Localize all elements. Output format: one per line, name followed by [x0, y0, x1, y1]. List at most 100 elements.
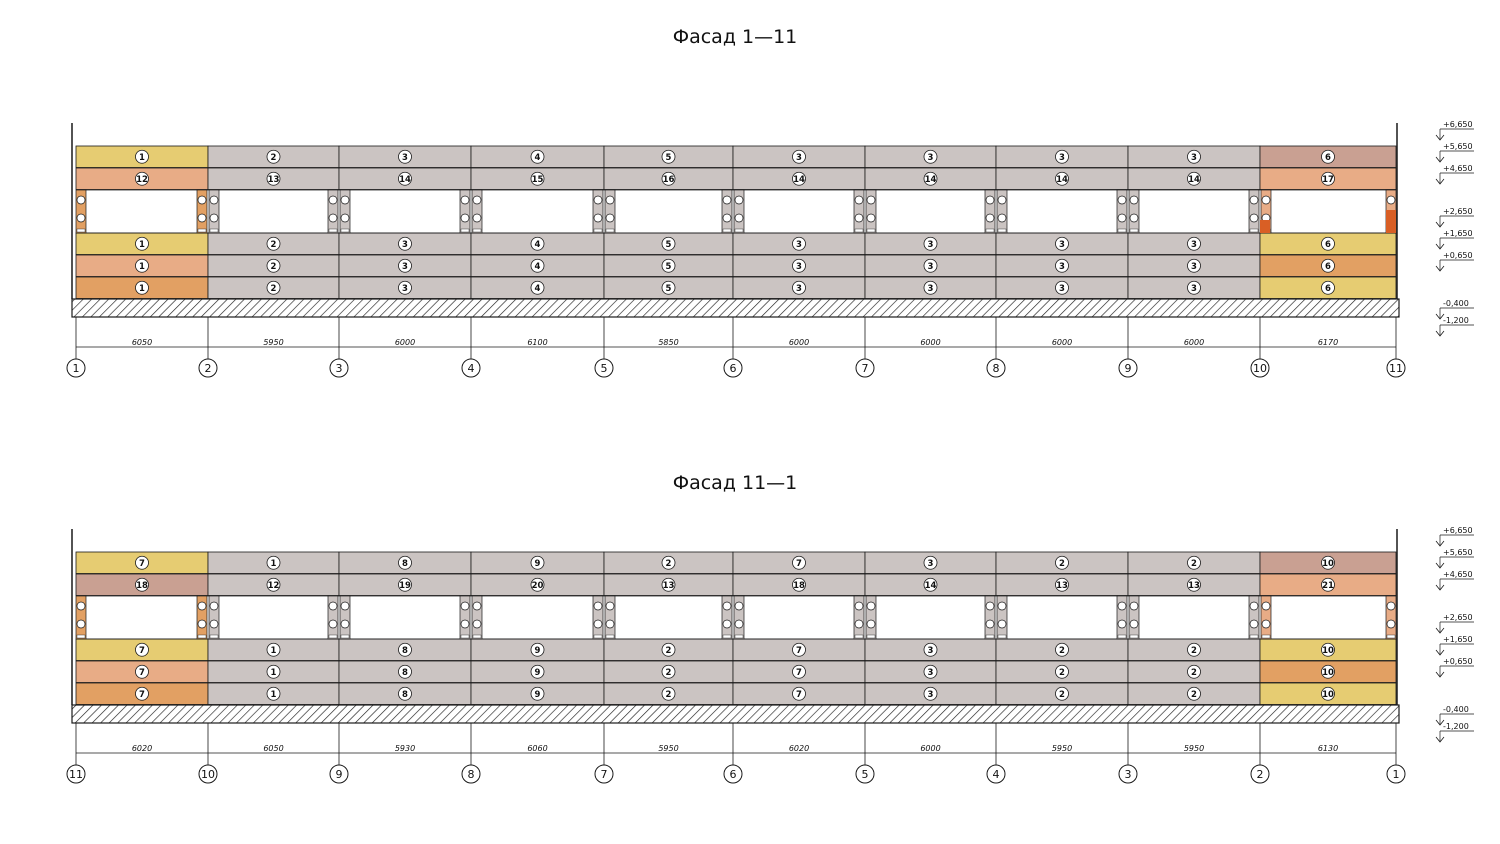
- panel-mark-circle: [135, 171, 149, 186]
- panel-mark-circle: [398, 642, 412, 657]
- axis-bubble: [1118, 764, 1138, 784]
- level-value: +2,650: [1443, 613, 1473, 622]
- panel-mark-circle: [530, 280, 545, 295]
- axis-label: 8: [468, 768, 475, 781]
- window-pier: [996, 189, 1008, 234]
- pier-mark: [460, 213, 470, 223]
- panel-mark: 16: [663, 175, 675, 185]
- panel-mark: 3: [1059, 284, 1065, 294]
- window-pier: [853, 189, 865, 234]
- span-dimension: 6050: [263, 744, 283, 753]
- panel-mark: 3: [928, 690, 934, 700]
- axis-label: 11: [1389, 362, 1403, 375]
- panel-mark-circle: [1187, 171, 1201, 186]
- level-value: -0,400: [1443, 705, 1469, 714]
- span-dimension: 6170: [1318, 338, 1338, 347]
- panel-mark-circle: [923, 577, 938, 592]
- window-pier: [339, 189, 351, 234]
- pier-mark: [328, 195, 338, 205]
- panel-mark: 17: [1322, 175, 1334, 185]
- panel-mark-circle: [1321, 664, 1335, 679]
- span-dimension: 5850: [658, 338, 678, 347]
- panel-mark: 5: [666, 240, 672, 250]
- axis-label: 10: [1253, 362, 1267, 375]
- pier-mark: [854, 619, 864, 629]
- span-dimension: 6020: [789, 744, 809, 753]
- panel-mark: 3: [928, 240, 934, 250]
- panel-mark-circle: [1187, 236, 1201, 251]
- panel-mark: 4: [535, 153, 541, 163]
- axis-bubble: [723, 764, 743, 784]
- window-pier: [208, 595, 220, 640]
- panel-mark-circle: [1321, 236, 1335, 251]
- panel-mark-circle: [1187, 664, 1201, 679]
- panel-mark-circle: [135, 280, 149, 295]
- panel-mark: 9: [535, 646, 541, 656]
- pier-mark: [985, 195, 995, 205]
- pier-mark: [866, 195, 876, 205]
- panel-mark: 2: [1191, 559, 1197, 569]
- panel-mark-circle: [398, 171, 412, 186]
- span-dimension: 6020: [132, 744, 152, 753]
- axis-bubble: [1250, 764, 1270, 784]
- panel-mark-circle: [1055, 577, 1069, 592]
- panel-mark-circle: [661, 664, 676, 679]
- foundation-band: [71, 704, 1400, 724]
- panel-mark: 3: [928, 559, 934, 569]
- pier-mark: [854, 601, 864, 611]
- panel-mark-circle: [661, 236, 676, 251]
- pier-base: [1129, 228, 1139, 233]
- pier-mark: [460, 195, 470, 205]
- panel-mark: 3: [1191, 284, 1197, 294]
- panel-mark-circle: [398, 149, 412, 164]
- panel-mark: 3: [1191, 240, 1197, 250]
- pier-base: [340, 634, 350, 639]
- pier-mark: [1249, 195, 1259, 205]
- panel-mark-circle: [530, 642, 545, 657]
- panel-mark: 7: [796, 646, 802, 656]
- panel-mark-circle: [266, 555, 281, 570]
- panel-mark: 10: [1322, 668, 1334, 678]
- panel-mark: 9: [535, 690, 541, 700]
- panel-mark-circle: [661, 149, 676, 164]
- pier-mark: [328, 213, 338, 223]
- pier-mark: [605, 195, 615, 205]
- level-value: +1,650: [1443, 229, 1473, 238]
- panel-mark: 20: [532, 581, 544, 591]
- pier-mark: [1117, 601, 1127, 611]
- pier-base: [854, 228, 864, 233]
- panel-mark: 2: [666, 559, 672, 569]
- pier-base: [197, 228, 207, 233]
- pier-mark: [1117, 195, 1127, 205]
- pier-base: [460, 634, 470, 639]
- panel-mark: 3: [1059, 262, 1065, 272]
- panel-mark: 3: [402, 240, 408, 250]
- pier-mark: [1386, 195, 1396, 205]
- panel-mark-circle: [398, 236, 412, 251]
- span-dimension: 6000: [920, 338, 940, 347]
- pier-mark: [328, 619, 338, 629]
- pier-mark: [472, 213, 482, 223]
- pier-mark: [722, 601, 732, 611]
- pier-mark: [197, 195, 207, 205]
- panel-mark-circle: [1187, 149, 1201, 164]
- panel-mark-circle: [1055, 642, 1069, 657]
- window-pier: [471, 595, 483, 640]
- pier-base: [722, 228, 732, 233]
- pier-mark: [472, 195, 482, 205]
- panel-mark-circle: [1321, 280, 1335, 295]
- window-pier: [721, 595, 733, 640]
- axis-label: 1: [1393, 768, 1400, 781]
- panel-mark-circle: [1055, 280, 1069, 295]
- window-pier: [733, 189, 745, 234]
- panel-mark-circle: [661, 171, 676, 186]
- panel-mark: 21: [1322, 581, 1334, 591]
- panel-mark-circle: [135, 258, 149, 273]
- pier-base: [605, 634, 615, 639]
- pier-mark: [1129, 601, 1139, 611]
- panel-mark: 10: [1322, 559, 1334, 569]
- panel-mark: 14: [793, 175, 805, 185]
- level-value: +1,650: [1443, 635, 1473, 644]
- panel-mark-circle: [1321, 149, 1335, 164]
- panel-mark: 3: [928, 668, 934, 678]
